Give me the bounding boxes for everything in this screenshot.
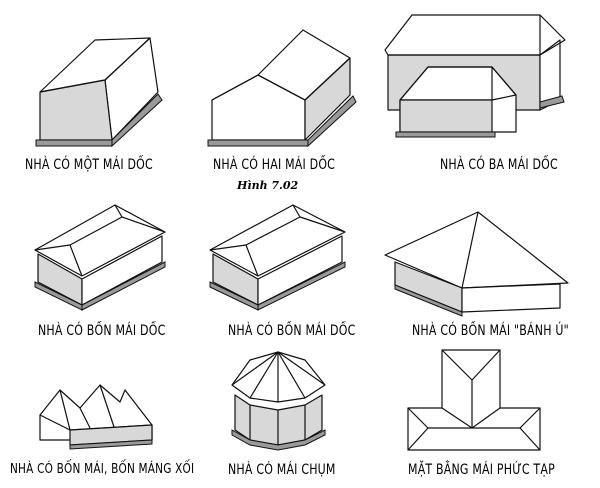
- caption-clustered-roof: NHÀ CÓ MÁI CHỤM: [228, 461, 336, 478]
- caption-one-slope: NHÀ CÓ MỘT MÁI DỐC: [25, 156, 153, 173]
- caption-four-slope-1: NHÀ CÓ BỐN MÁI DỐC: [38, 322, 166, 339]
- caption-complex-plan: MẶT BẰNG MÁI PHỨC TẠP: [408, 461, 555, 478]
- four-gutter-roof-house: [39, 384, 153, 450]
- caption-four-slope-banh-u: NHÀ CÓ BỐN MÁI "BÁNH Ú": [412, 322, 569, 339]
- caption-four-slope-2: NHÀ CÓ BỐN MÁI DỐC: [228, 322, 356, 339]
- hip-roof-house-2: [209, 204, 346, 311]
- caption-four-gutter: NHÀ CÓ BỐN MÁI, BỐN MÁNG XỐI: [10, 461, 195, 477]
- complex-roof-plan: [407, 349, 541, 451]
- pyramid-roof-house: [384, 211, 569, 317]
- shed-roof-house: [35, 37, 163, 148]
- caption-three-slope: NHÀ CÓ BA MÁI DỐC: [440, 156, 558, 173]
- three-slope-roof-house: [384, 14, 566, 138]
- conical-roof-house: [231, 351, 326, 451]
- gable-roof-house: [207, 29, 357, 148]
- hip-roof-house-1: [34, 204, 166, 311]
- caption-two-slope: NHÀ CÓ HAI MÁI DỐC: [213, 156, 336, 173]
- figure-title: Hình 7.02: [237, 179, 299, 192]
